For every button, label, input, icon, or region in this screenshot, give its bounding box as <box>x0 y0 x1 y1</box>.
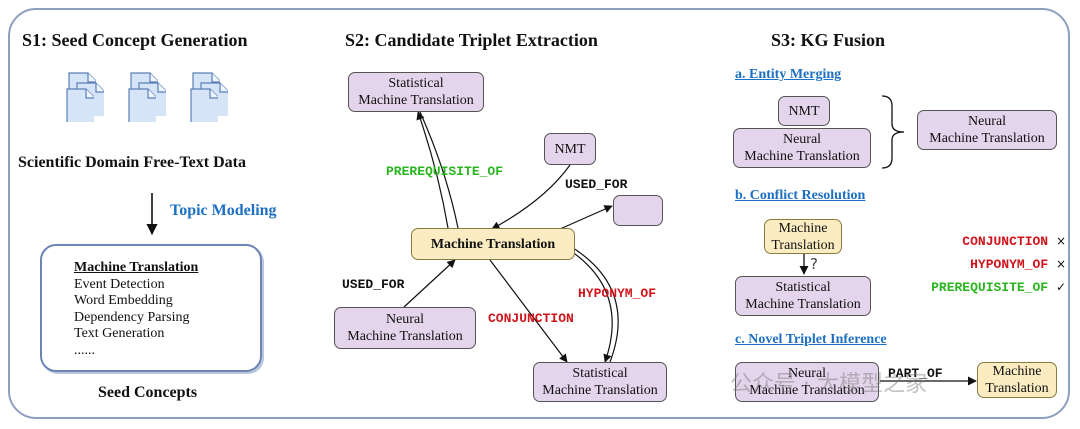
node-inference-mt: Machine Translation <box>977 362 1057 398</box>
edge-mt-to-smt-top-b <box>419 111 459 229</box>
seed-item: Dependency Parsing <box>74 309 190 325</box>
edge-mt-to-smt-bottom-hypo-b <box>569 245 619 363</box>
edge-mt-to-smt-top-a <box>416 111 449 229</box>
node-inference-neural-mt: Neural Machine Translation <box>735 362 879 402</box>
topic-modeling-label: Topic Modeling <box>170 202 277 219</box>
document-icon <box>66 88 94 122</box>
relation-used-for-left: USED_FOR <box>342 277 405 292</box>
node-merge-nmt: NMT <box>778 96 830 126</box>
seed-item: Text Generation <box>74 326 165 341</box>
cross-icon: × <box>1055 257 1066 271</box>
edge-mt-to-smt-bottom-conj <box>489 259 568 363</box>
seed-item: ...... <box>74 342 95 358</box>
relation-hyponym-of: HYPONYM_OF <box>578 286 657 301</box>
document-icon <box>128 88 156 122</box>
conflict-options: CONJUNCTION × HYPONYM_OF × PREREQUISITE_… <box>916 230 1066 299</box>
node-smt-top: Statistical Machine Translation <box>348 72 484 112</box>
subtitle-conflict-resolution: b. Conflict Resolution <box>735 188 866 203</box>
edge-mt-to-smt-bottom-hypo-a <box>567 248 613 363</box>
document-icon <box>190 88 218 122</box>
seed-item: Event Detection <box>74 276 165 292</box>
edge-mt-to-empty <box>559 205 613 230</box>
node-empty <box>613 195 663 226</box>
cross-icon: × <box>1055 234 1066 248</box>
node-conflict-mt: Machine Translation <box>764 219 842 254</box>
check-icon: ✓ <box>1055 280 1066 294</box>
section-title-s3: S3: KG Fusion <box>771 30 886 50</box>
seed-item: Word Embedding <box>74 293 173 308</box>
conflict-option-conjunction: CONJUNCTION × <box>962 234 1066 249</box>
curly-brace-icon <box>881 95 905 169</box>
subtitle-entity-merging: a. Entity Merging <box>735 67 842 82</box>
conflict-option-prerequisite: PREREQUISITE_OF ✓ <box>931 280 1066 295</box>
free-text-data-label: Scientific Domain Free-Text Data <box>18 154 246 171</box>
relation-part-of: PART_OF <box>888 366 943 381</box>
relation-used-for-top: USED_FOR <box>565 177 628 192</box>
relation-prerequisite-of: PREREQUISITE_OF <box>386 164 504 179</box>
node-merge-neural-mt: Neural Machine Translation <box>733 128 871 168</box>
diagram-frame <box>8 8 1070 419</box>
node-conflict-smt: Statistical Machine Translation <box>735 276 871 316</box>
node-merged-result: Neural Machine Translation <box>917 110 1057 150</box>
conflict-option-hyponym: HYPONYM_OF × <box>970 257 1066 272</box>
node-machine-translation: Machine Translation <box>411 228 575 260</box>
edge-nmt-to-mt <box>491 164 571 230</box>
section-title-s2: S2: Candidate Triplet Extraction <box>345 30 598 50</box>
section-title-s1: S1: Seed Concept Generation <box>22 30 248 50</box>
edge-neural-to-mt <box>403 259 456 308</box>
seed-concepts-label: Seed Concepts <box>98 384 198 401</box>
relation-conjunction: CONJUNCTION <box>488 311 574 326</box>
watermark: 公众号 · 大模型之家 <box>730 372 927 397</box>
node-neural-mt: Neural Machine Translation <box>334 307 476 349</box>
seed-item: Machine Translation <box>74 260 199 275</box>
seed-concepts-box: Machine Translation Event Detection Word… <box>40 244 262 372</box>
conflict-question-mark: ? <box>810 255 818 273</box>
subtitle-novel-triplet-inference: c. Novel Triplet Inference <box>735 332 887 347</box>
node-nmt: NMT <box>544 133 596 165</box>
node-smt-bottom: Statistical Machine Translation <box>533 362 667 402</box>
